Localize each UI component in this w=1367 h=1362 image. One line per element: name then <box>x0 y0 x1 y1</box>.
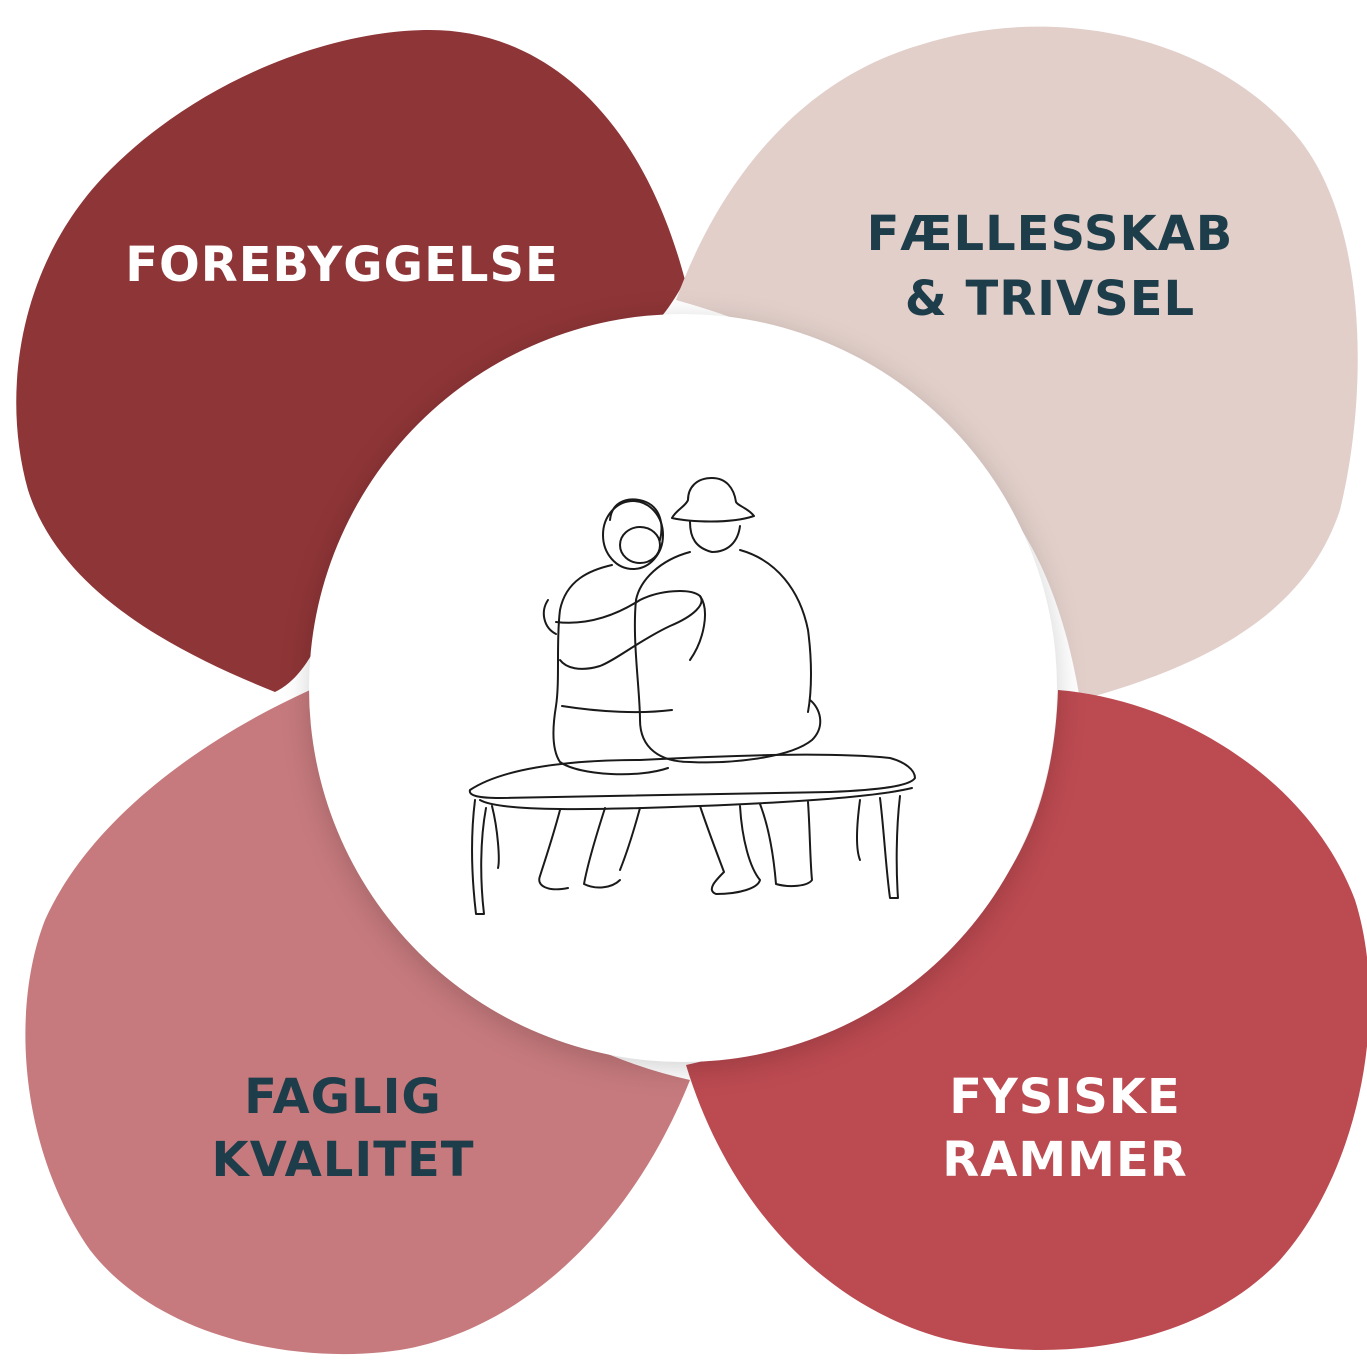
petal-faglig-label-line-1: FAGLIG <box>244 1069 442 1125</box>
elderly-couple-on-bench-icon <box>468 477 916 915</box>
petal-fysiske-label-line-2: RAMMER <box>942 1132 1187 1188</box>
petal-faellesskab: FÆLLESSKAB & TRIVSEL <box>676 26 1358 700</box>
petal-fysiske: FYSISKE RAMMER <box>686 690 1367 1350</box>
petal-forebyggelse-shape <box>16 30 685 692</box>
petal-faellesskab-label-line-1: FÆLLESSKAB <box>867 206 1234 262</box>
petal-faellesskab-shape <box>676 26 1358 700</box>
center-circle <box>309 314 1057 1062</box>
petal-faglig-label-line-2: KVALITET <box>212 1132 475 1188</box>
petal-faellesskab-label-line-2: & TRIVSEL <box>905 271 1195 327</box>
petal-faglig-shape <box>25 690 690 1355</box>
petal-forebyggelse-label-line-1: FOREBYGGELSE <box>125 237 559 293</box>
petal-fysiske-label-line-1: FYSISKE <box>949 1069 1181 1125</box>
petal-faglig: FAGLIG KVALITET <box>25 690 690 1355</box>
petal-forebyggelse: FOREBYGGELSE <box>16 30 685 692</box>
petal-fysiske-shape <box>686 690 1367 1350</box>
